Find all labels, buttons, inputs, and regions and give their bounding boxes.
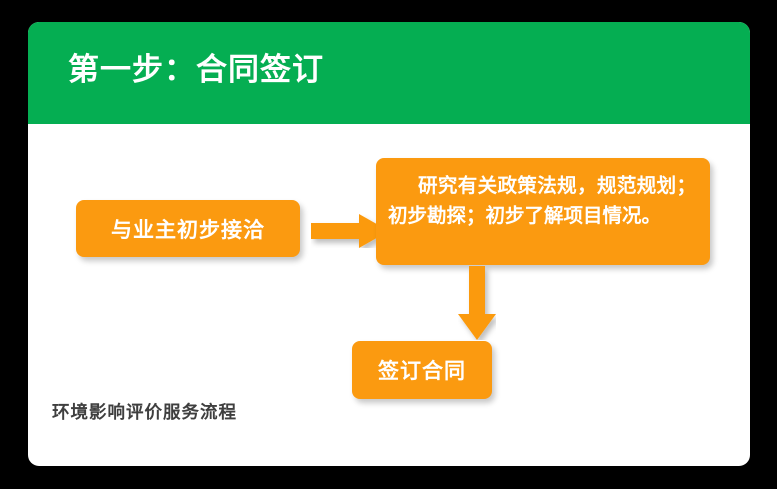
footer-caption: 环境影响评价服务流程 bbox=[52, 403, 237, 423]
page-title: 第一步：合同签订 bbox=[68, 52, 324, 88]
flow-step-sign-contract-label: 签订合同 bbox=[378, 359, 466, 383]
flow-step-research-policy[interactable]: 研究有关政策法规，规范规划；初步勘探；初步了解项目情况。 bbox=[376, 158, 710, 265]
flow-step-research-policy-label: 研究有关政策法规，规范规划；初步勘探；初步了解项目情况。 bbox=[388, 174, 696, 227]
arrow-down-icon bbox=[458, 266, 496, 340]
flow-step-contact-owner[interactable]: 与业主初步接洽 bbox=[76, 200, 300, 257]
flow-step-contact-owner-label: 与业主初步接洽 bbox=[111, 217, 265, 242]
header-band: 第一步：合同签订 bbox=[28, 22, 750, 124]
arrow-right-icon bbox=[311, 214, 389, 248]
slide-canvas: 第一步：合同签订 与业主初步接洽 研究有关政策法规，规范规划；初步勘探；初步了解… bbox=[28, 22, 750, 466]
flow-step-sign-contract[interactable]: 签订合同 bbox=[352, 341, 492, 399]
